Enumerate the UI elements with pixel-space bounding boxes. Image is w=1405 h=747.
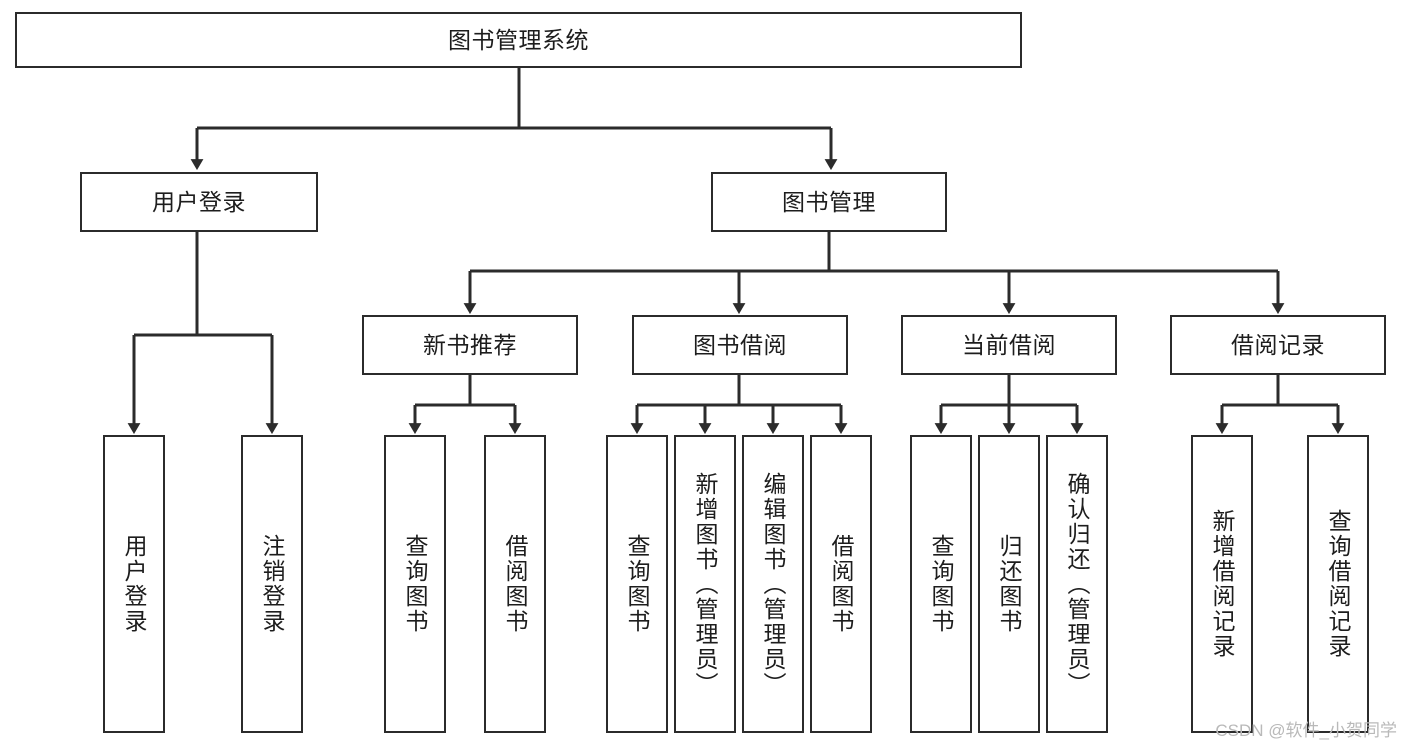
node-leaf-logout[interactable]: 注销登录 [241,435,303,733]
csdn-watermark: CSDN @软件_小贺同学 [1215,721,1397,740]
node-label: 确认归还（管理员） [1064,471,1091,697]
node-label: 查询图书 [624,534,651,634]
node-label: 注销登录 [259,534,286,634]
node-label: 新增借阅记录 [1209,509,1236,659]
node-label: 查询借阅记录 [1325,509,1352,659]
node-borrow-record[interactable]: 借阅记录 [1170,315,1386,375]
node-label: 新增图书（管理员） [692,471,719,697]
node-label: 借阅记录 [1231,331,1325,358]
node-leaf-query-book-borrow[interactable]: 查询图书 [606,435,668,733]
node-label: 新书推荐 [423,331,517,358]
node-current-borrow[interactable]: 当前借阅 [901,315,1117,375]
node-label: 当前借阅 [962,331,1056,358]
node-label: 查询图书 [928,534,955,634]
node-new-book-recommend[interactable]: 新书推荐 [362,315,578,375]
node-label: 图书管理 [782,188,876,215]
node-label: 用户登录 [152,188,246,215]
node-label: 查询图书 [402,534,429,634]
node-leaf-add-book-admin[interactable]: 新增图书（管理员） [674,435,736,733]
node-user-login[interactable]: 用户登录 [80,172,318,232]
node-leaf-borrow-book-recommend[interactable]: 借阅图书 [484,435,546,733]
node-label: 借阅图书 [828,534,855,634]
node-leaf-edit-book-admin[interactable]: 编辑图书（管理员） [742,435,804,733]
node-leaf-user-login[interactable]: 用户登录 [103,435,165,733]
node-book-borrow[interactable]: 图书借阅 [632,315,848,375]
node-leaf-add-borrow-record[interactable]: 新增借阅记录 [1191,435,1253,733]
node-label: 归还图书 [996,534,1023,634]
node-leaf-confirm-return-admin[interactable]: 确认归还（管理员） [1046,435,1108,733]
node-label: 用户登录 [121,534,148,634]
node-label: 图书管理系统 [448,26,589,53]
node-label: 编辑图书（管理员） [760,471,787,697]
node-label: 图书借阅 [693,331,787,358]
node-leaf-query-borrow-record[interactable]: 查询借阅记录 [1307,435,1369,733]
node-label: 借阅图书 [502,534,529,634]
node-leaf-return-book[interactable]: 归还图书 [978,435,1040,733]
node-leaf-borrow-book[interactable]: 借阅图书 [810,435,872,733]
node-leaf-query-book-recommend[interactable]: 查询图书 [384,435,446,733]
node-book-management[interactable]: 图书管理 [711,172,947,232]
node-leaf-query-book-current[interactable]: 查询图书 [910,435,972,733]
node-root-book-management-system[interactable]: 图书管理系统 [15,12,1022,68]
